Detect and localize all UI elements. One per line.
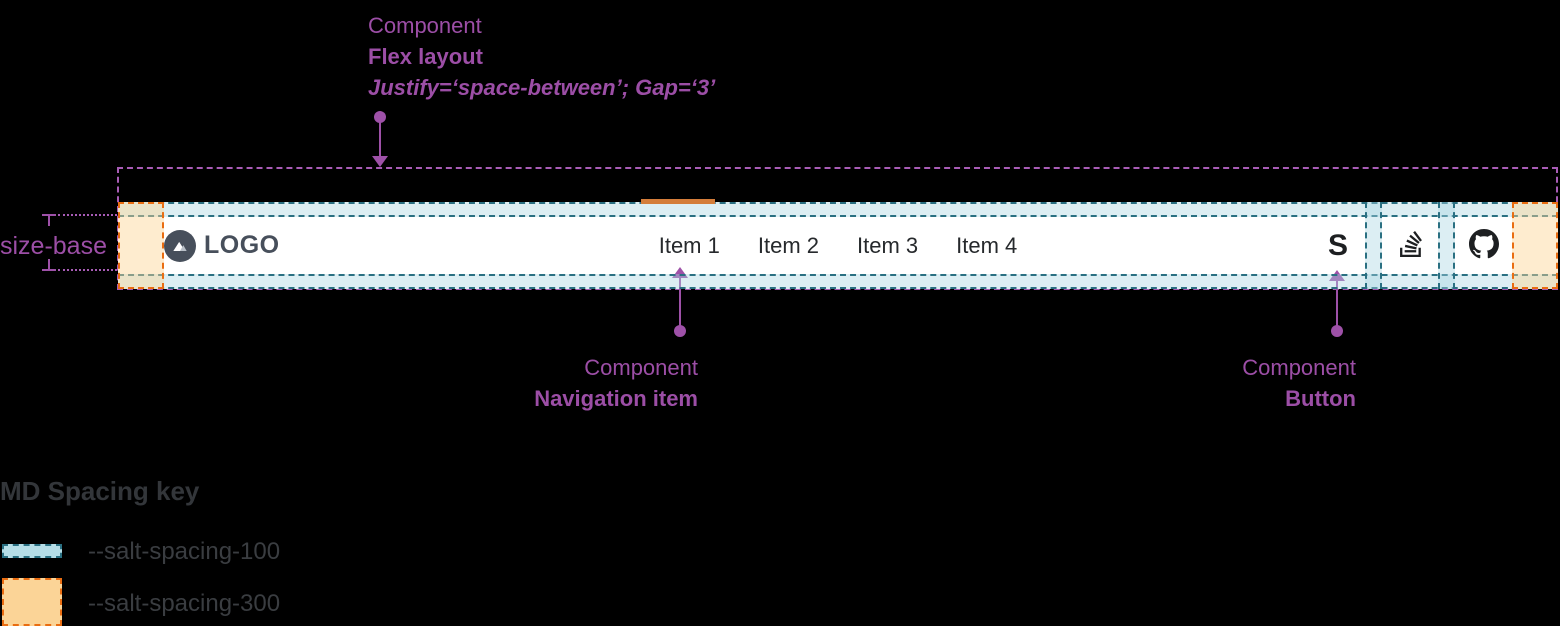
- nav-item-annotation-arrowhead-icon: [672, 267, 688, 278]
- button-annotation-line2: Button: [1285, 386, 1356, 411]
- spacing-100-label: --salt-spacing-100: [88, 538, 281, 565]
- spacing-100-swatch: [2, 544, 62, 558]
- spacing-100-gap-2: [1438, 202, 1455, 289]
- logo[interactable]: LOGO: [164, 229, 280, 262]
- navbar-content: LOGO Item 1 Item 2 Item 3 Item 4 S: [164, 217, 1512, 274]
- size-base-label: size-base: [0, 232, 107, 260]
- nav-item-3[interactable]: Item 3: [857, 232, 919, 258]
- flex-annotation-line: [379, 121, 381, 159]
- app-header-navbar: LOGO Item 1 Item 2 Item 3 Item 4 S: [118, 199, 1558, 289]
- spacing-100-gap-1: [1365, 202, 1382, 289]
- logo-mountain-icon: [164, 229, 196, 262]
- size-base-measure-line-bottom: [58, 269, 117, 271]
- spacing-100-strip-top: [118, 202, 1558, 217]
- navbar-button-group: S: [1310, 218, 1512, 274]
- button-annotation: Component Button: [1242, 352, 1356, 414]
- navigation-item-annotation-line1: Component: [584, 355, 698, 380]
- spacing-300-swatch: [2, 578, 62, 626]
- flex-layout-annotation-line2: Flex layout: [368, 44, 483, 69]
- logo-text: LOGO: [204, 231, 280, 259]
- spacing-key-title: MD Spacing key: [0, 476, 200, 506]
- button-annotation-dot: [1331, 325, 1343, 337]
- spacing-100-strip-bottom: [118, 274, 1558, 289]
- size-base-tick-bottom-stem: [48, 259, 50, 271]
- salt-button[interactable]: S: [1310, 218, 1366, 274]
- nav-item-annotation-dot: [674, 325, 686, 337]
- navigation-item-annotation-line2: Navigation item: [534, 386, 698, 411]
- flex-layout-annotation: Component Flex layout Justify=‘space-bet…: [368, 10, 715, 103]
- nav-item-4[interactable]: Item 4: [956, 232, 1018, 258]
- spacing-300-pad-right: [1512, 202, 1558, 289]
- size-base-measure-line-top: [58, 214, 117, 216]
- size-base-tick-top-stem: [48, 214, 50, 226]
- navigation-item-annotation: Component Navigation item: [534, 352, 698, 414]
- nav-item-1[interactable]: Item 1: [658, 232, 720, 258]
- flex-layout-annotation-line1: Component: [368, 13, 482, 38]
- flex-annotation-arrowhead-icon: [372, 156, 388, 167]
- spacing-300-label: --salt-spacing-300: [88, 590, 281, 617]
- github-icon: [1469, 229, 1499, 262]
- salt-s-icon: S: [1327, 228, 1348, 262]
- stackoverflow-icon: [1398, 231, 1424, 260]
- flex-layout-annotation-line3: Justify=‘space-between’; Gap=‘3’: [368, 75, 716, 100]
- flex-annotation-dot: [374, 111, 386, 123]
- github-button[interactable]: [1456, 218, 1512, 274]
- spacing-300-pad-left: [118, 202, 164, 289]
- button-annotation-line1: Component: [1242, 355, 1356, 380]
- active-item-indicator: [641, 199, 715, 204]
- navigation-items: Item 1 Item 2 Item 3 Item 4: [659, 233, 1018, 259]
- nav-item-2[interactable]: Item 2: [757, 232, 819, 258]
- stackoverflow-button[interactable]: [1383, 218, 1439, 274]
- button-annotation-line: [1336, 279, 1338, 327]
- nav-item-annotation-line: [679, 276, 681, 327]
